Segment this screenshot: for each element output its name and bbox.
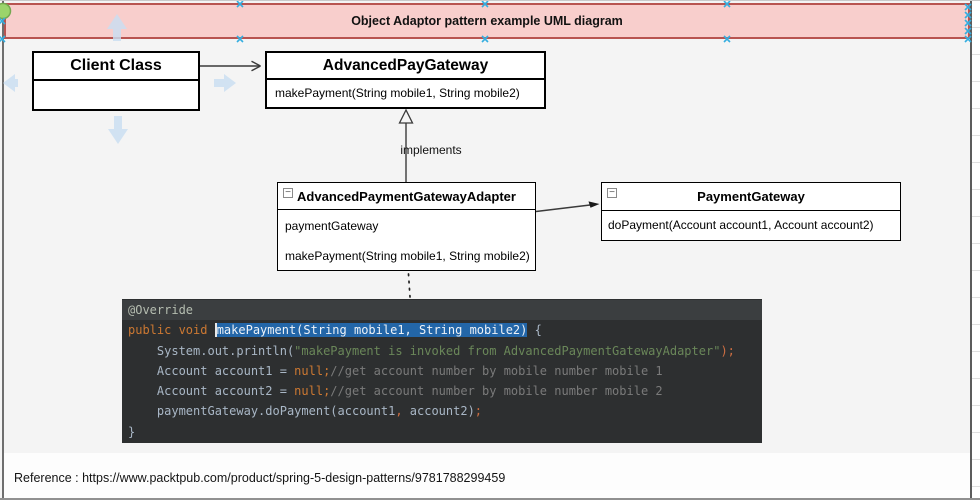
dotted-link-adapter-to-code (407, 273, 411, 298)
reference-text[interactable]: Reference : https://www.packtpub.com/pro… (14, 471, 506, 485)
code-snippet[interactable]: @Override public void makePayment(String … (122, 299, 762, 443)
diagram-title: Object Adaptor pattern example UML diagr… (351, 14, 623, 28)
canvas-bottom-strip (3, 453, 971, 498)
class-box-client[interactable]: Client Class (32, 51, 200, 111)
class-box-paymentgateway[interactable]: − PaymentGateway doPayment(Account accou… (601, 182, 901, 241)
code-line: public void makePayment(String mobile1, … (128, 323, 542, 338)
code-line: System.out.println("makePayment is invok… (128, 343, 735, 358)
code-line: paymentGateway.doPayment(account1, accou… (128, 404, 483, 419)
class-method-row[interactable]: makePayment(String mobile1, String mobil… (275, 86, 520, 100)
class-title: AdvancedPaymentGatewayAdapter (297, 188, 516, 204)
canvas-right-border (970, 1, 972, 500)
implements-label[interactable]: implements (400, 143, 462, 157)
class-title: AdvancedPayGateway (267, 53, 544, 80)
code-line: Account account2 = null;//get account nu… (128, 384, 663, 399)
class-title: PaymentGateway (697, 189, 805, 204)
association-arrowhead-paymentgateway (588, 201, 600, 208)
diagram-title-bar[interactable]: Object Adaptor pattern example UML diagr… (4, 3, 970, 39)
canvas-left-border (2, 1, 4, 499)
class-title-row: − AdvancedPaymentGatewayAdapter (278, 183, 535, 210)
code-line: } (128, 424, 136, 439)
collapse-icon[interactable]: − (283, 188, 293, 198)
code-line: Account account1 = null;//get account nu… (128, 363, 663, 378)
class-box-advancedpaygateway[interactable]: AdvancedPayGateway makePayment(String mo… (265, 51, 546, 109)
right-page-rail (972, 1, 980, 500)
canvas-bottom-border (0, 498, 980, 500)
class-title-row: − PaymentGateway (602, 183, 900, 211)
association-arrow-adapter-to-paymentgateway[interactable] (535, 204, 591, 213)
class-title: Client Class (34, 53, 198, 81)
class-field-row[interactable]: paymentGateway (285, 219, 379, 233)
implements-triangle-arrowhead (398, 108, 414, 124)
collapse-icon[interactable]: − (607, 188, 617, 198)
class-box-adapter[interactable]: − AdvancedPaymentGatewayAdapter paymentG… (277, 182, 536, 271)
class-method-row[interactable]: doPayment(Account account1, Account acco… (608, 217, 874, 232)
code-line: @Override (122, 300, 762, 321)
class-method-row[interactable]: makePayment(String mobile1, String mobil… (285, 249, 530, 263)
association-arrowhead (251, 60, 261, 72)
